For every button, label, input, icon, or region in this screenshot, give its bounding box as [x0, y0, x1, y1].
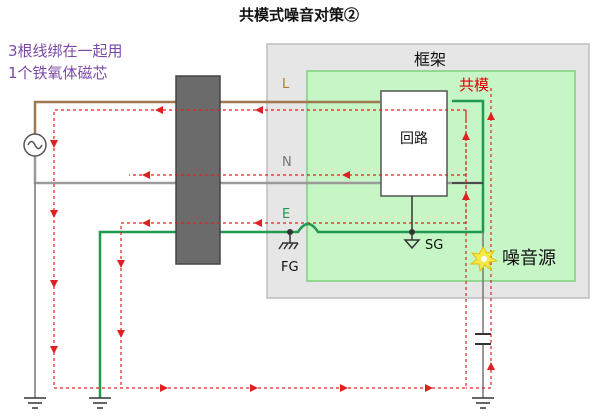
line-l — [33, 100, 380, 142]
line-n-label: N — [282, 155, 292, 170]
ferrite-core — [175, 75, 221, 265]
arrow-mark — [50, 280, 58, 288]
note-line-2: 1个铁氧体磁芯 — [8, 64, 108, 82]
arrow-mark — [142, 171, 150, 179]
arrow-mark — [160, 384, 168, 392]
circuit-box — [380, 90, 448, 197]
frame-label: 框架 — [414, 50, 447, 69]
capacitor-symbol — [475, 333, 491, 345]
diagram-title: 共模式噪音对策② — [238, 6, 359, 24]
arrow-mark — [50, 140, 58, 148]
ac-source-wave — [27, 140, 43, 150]
noise-arrows — [50, 106, 495, 392]
common-mode-label: 共模 — [459, 76, 490, 94]
noise-path-e — [120, 222, 466, 388]
noise-burst-icon — [469, 246, 499, 273]
line-l-label: L — [282, 77, 290, 92]
arrow-mark — [50, 210, 58, 218]
noise-path-l — [53, 109, 467, 389]
line-e — [98, 99, 485, 398]
note-line-1: 3根线绑在一起用 — [8, 42, 123, 60]
arrow-mark — [340, 384, 348, 392]
noise-source-label: 噪音源 — [502, 248, 556, 269]
ground-symbol-2 — [89, 397, 111, 409]
fg-symbol — [278, 232, 299, 250]
arrow-mark — [425, 384, 433, 392]
arrow-mark — [487, 112, 495, 120]
arrow-mark — [117, 260, 125, 268]
sg-symbol — [403, 239, 421, 250]
arrow-mark — [155, 106, 163, 114]
arrow-mark — [254, 219, 262, 227]
circuit-label: 回路 — [400, 131, 428, 147]
line-e-label: E — [282, 207, 291, 222]
sg-node — [409, 229, 415, 235]
ground-symbol-3 — [472, 397, 494, 409]
arrow-mark — [462, 192, 470, 200]
ground-symbol-1 — [24, 397, 46, 409]
arrow-mark — [117, 330, 125, 338]
sg-label: SG — [425, 238, 444, 253]
noise-path-right — [465, 88, 492, 389]
arrow-mark — [142, 219, 150, 227]
arrow-mark — [50, 346, 58, 354]
arrow-mark — [487, 362, 495, 370]
arrow-mark — [462, 132, 470, 140]
arrow-mark — [342, 171, 350, 179]
fg-label: FG — [281, 260, 299, 275]
arrow-mark — [250, 384, 258, 392]
arrow-mark — [255, 106, 263, 114]
